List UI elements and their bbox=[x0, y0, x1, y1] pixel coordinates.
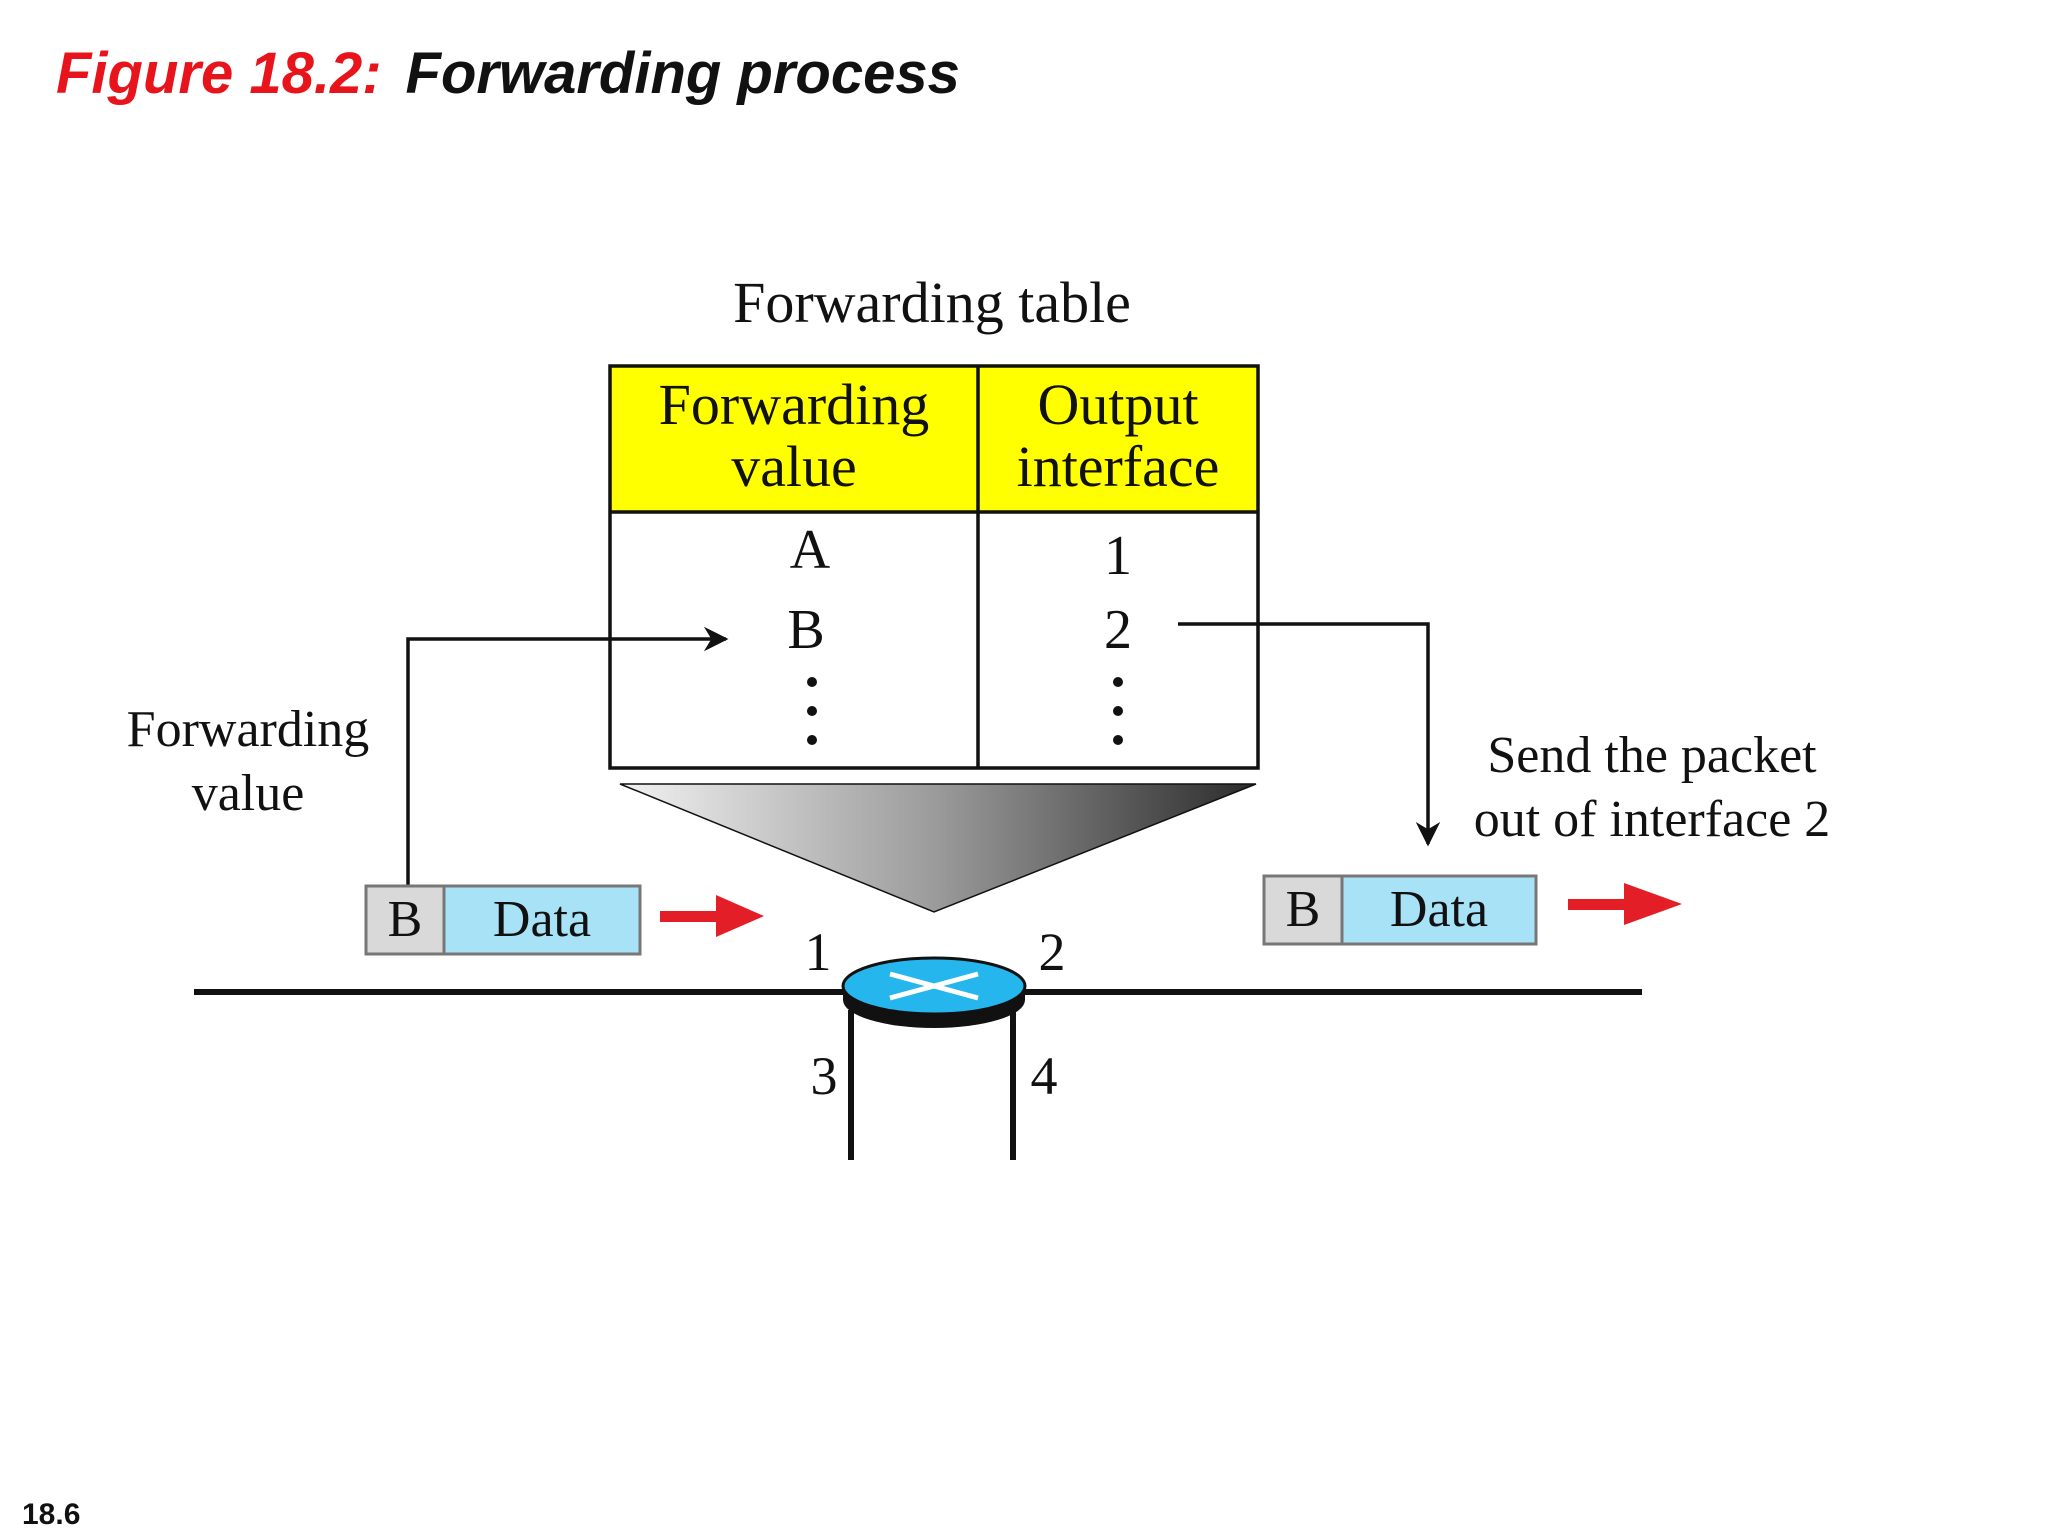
header-forwarding: Forwarding bbox=[659, 372, 930, 437]
figure-title: Figure 18.2: Forwarding process bbox=[56, 40, 960, 107]
table-header bbox=[610, 366, 1258, 512]
ellipsis-dots-right bbox=[1113, 677, 1123, 745]
row-value-a: A bbox=[790, 519, 831, 581]
table-border bbox=[608, 364, 1260, 770]
right-label-line2: out of interface 2 bbox=[1474, 791, 1831, 848]
lookup-arrow bbox=[406, 626, 729, 886]
port-1-label: 1 bbox=[805, 922, 832, 982]
lookup-funnel bbox=[619, 783, 1257, 913]
incoming-packet-header bbox=[364, 884, 446, 956]
router-icon bbox=[841, 956, 1027, 1028]
output-arrow bbox=[1178, 622, 1441, 847]
ellipsis-dots-left bbox=[807, 677, 817, 745]
incoming-header-label: B bbox=[388, 891, 423, 948]
header-output: Output bbox=[1037, 372, 1198, 437]
row-interface-1: 1 bbox=[1104, 525, 1132, 587]
table-caption: Forwarding table bbox=[733, 270, 1131, 335]
outgoing-packet-data bbox=[1340, 874, 1538, 946]
incoming-direction-arrow bbox=[660, 895, 764, 937]
outgoing-data-label: Data bbox=[1390, 881, 1488, 938]
slide-number: 18.6 bbox=[22, 1498, 81, 1531]
left-label-line1: Forwarding bbox=[127, 701, 370, 758]
outgoing-direction-arrow bbox=[1568, 883, 1682, 925]
outgoing-header-label: B bbox=[1286, 881, 1321, 938]
right-label-line1: Send the packet bbox=[1487, 727, 1817, 784]
port-3-label: 3 bbox=[811, 1046, 838, 1106]
header-value: value bbox=[731, 434, 857, 499]
left-label-line2: value bbox=[192, 765, 305, 822]
port-4-label: 4 bbox=[1031, 1046, 1058, 1106]
port-2-label: 2 bbox=[1039, 922, 1066, 982]
header-interface: interface bbox=[1017, 434, 1220, 499]
figure-label: Figure 18.2: bbox=[56, 41, 382, 106]
row-value-b: B bbox=[787, 599, 824, 661]
incoming-data-label: Data bbox=[493, 891, 591, 948]
figure-caption: Forwarding process bbox=[405, 41, 960, 106]
row-interface-2: 2 bbox=[1104, 599, 1132, 661]
incoming-packet-data bbox=[442, 884, 642, 956]
